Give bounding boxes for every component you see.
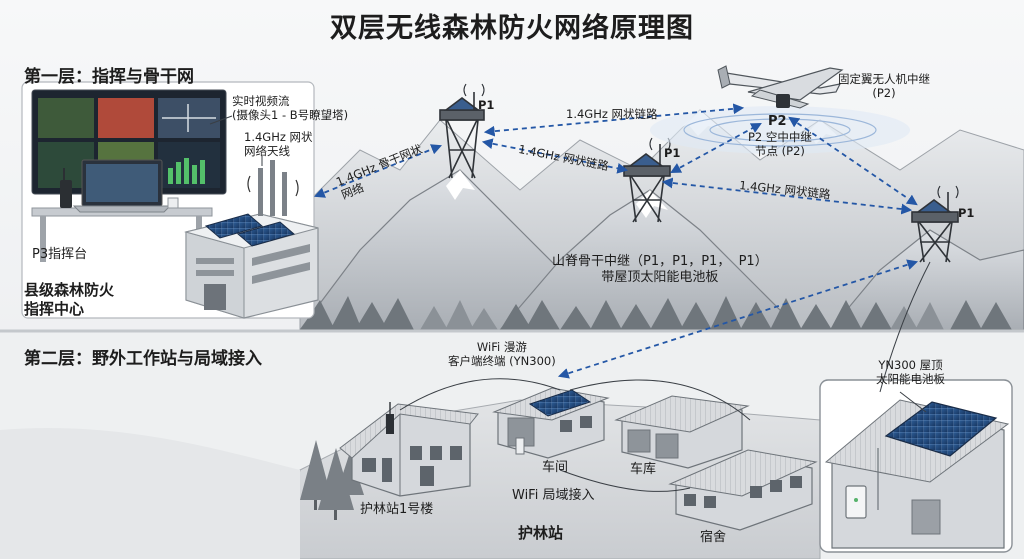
dorm-label: 宿舍 (700, 530, 727, 545)
tower-p1-a (439, 83, 485, 179)
tower-tag-c: P1 (958, 206, 975, 220)
workshop-building (492, 387, 610, 459)
ranger-station-label: 护林站 (518, 524, 564, 542)
wifi-client-label: WiFi 漫游 客户端终端 (YN300) (448, 340, 556, 368)
tower-tag-a: P1 (478, 98, 495, 112)
mesh-antenna-label: 1.4GHz 网状 网络天线 (244, 130, 313, 158)
tower-p1-b (623, 137, 671, 223)
air-node-label: P2 空中中继 节点 (P2) (748, 130, 812, 158)
garage-label: 车库 (630, 462, 657, 477)
layer1-heading: 第一层：指挥与骨干网 (24, 67, 194, 87)
workshop-label: 车间 (542, 460, 569, 475)
building1-label: 护林站1号楼 (360, 502, 434, 517)
ranger-building-1 (339, 402, 479, 497)
video-stream-label: 实时视频流 (摄像头1 - B号瞭望塔) (232, 94, 349, 122)
garage-building (614, 395, 750, 469)
forest-layer2 (300, 440, 364, 520)
dorm-building (668, 449, 818, 531)
layer2-heading: 第二层：野外工作站与局域接入 (24, 349, 262, 369)
tower-tag-b: P1 (664, 146, 681, 160)
command-center-label: 县级森林防火 指挥中心 (24, 281, 115, 318)
solar-inset-label: YN300 屋顶 太阳能电池板 (876, 358, 945, 386)
link-label-a: 1.4GHz 网状链路 (566, 107, 658, 121)
uav-label: 固定翼无人机中继 (P2) (838, 72, 930, 100)
uav-tag: P2 (768, 114, 787, 129)
page-title: 双层无线森林防火网络原理图 (330, 13, 694, 44)
tower-p1-c (911, 185, 959, 263)
wifi-access-label: WiFi 局域接入 (512, 488, 595, 503)
mesh-links (313, 103, 919, 379)
ridge-relay-label: 山脊骨干中继（P1，P1，P1， P1） 带屋顶太阳能电池板 (552, 254, 768, 285)
p3-console-label: P3指挥台 (32, 247, 88, 262)
solar-inset (819, 379, 1013, 553)
command-building (184, 160, 319, 319)
